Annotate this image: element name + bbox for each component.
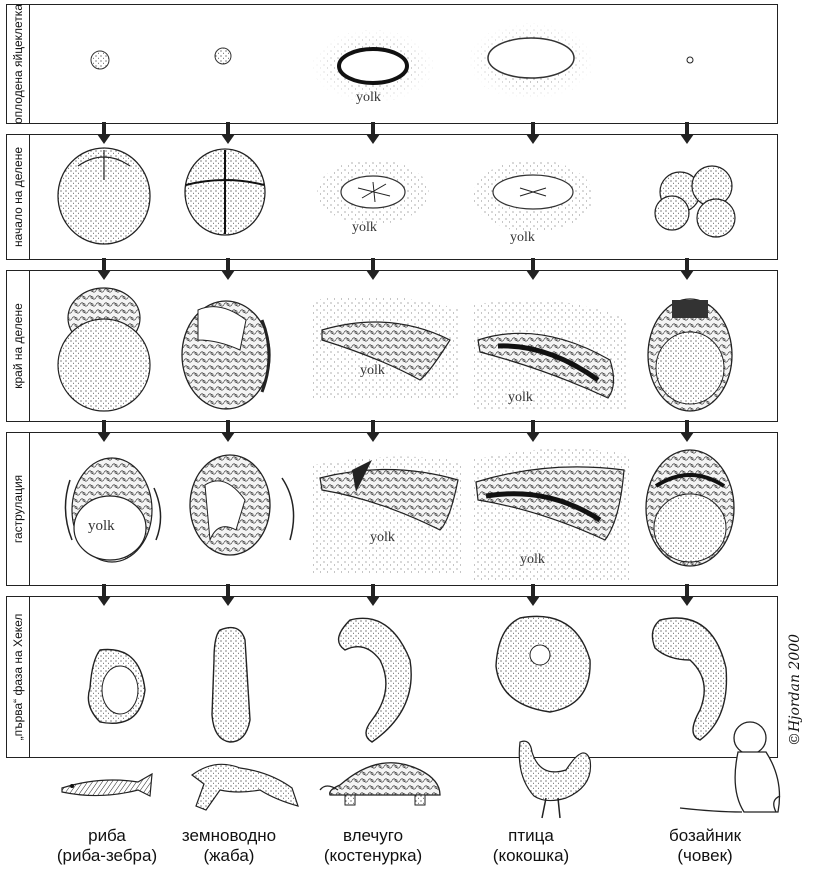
bird-blastula [472,300,628,410]
organism-group: влечуго [298,826,448,846]
signature-text: ©Hjordan 2000 [787,634,803,746]
down-arrow-icon [365,258,381,280]
yolk-label: yolk [520,552,545,568]
yolk-label: yolk [352,220,377,236]
fish-embryo [88,650,145,724]
down-arrow-icon [525,584,541,606]
organism-group: птица [456,826,606,846]
frog-cleavage [185,149,265,235]
down-arrow-icon [365,420,381,442]
reptile-gastrula [312,457,462,575]
mammal-blastocyst [648,299,732,411]
down-arrow-icon [679,584,695,606]
down-arrow-icon [96,584,112,606]
organism-group: земноводно [154,826,304,846]
organism-group: бозайник [630,826,780,846]
down-arrow-icon [220,420,236,442]
chicken-icon [519,741,590,818]
frog-egg [215,48,231,64]
frog-blastula [182,301,270,409]
mammal-egg [687,57,693,63]
reptile-cleavage [317,160,429,224]
frog-icon [192,764,298,810]
organism-caption-reptile: влечуго (костенурка) [298,826,448,866]
fish-egg [91,51,109,69]
yolk-label: yolk [88,518,115,535]
down-arrow-icon [525,258,541,280]
organism-caption-amphibian: земноводно (жаба) [154,826,304,866]
down-arrow-icon [525,122,541,144]
down-arrow-icon [220,122,236,144]
zebrafish-icon [62,774,152,796]
down-arrow-icon [525,420,541,442]
bird-egg [469,23,593,99]
down-arrow-icon [679,258,695,280]
down-arrow-icon [220,258,236,280]
frog-gastrula [190,455,294,555]
bird-gastrula [472,449,630,580]
artist-signature: ©Hjordan 2000 [780,610,810,770]
reptile-embryo [339,618,412,742]
turtle-icon [320,763,440,805]
yolk-label: yolk [356,90,381,106]
yolk-label: yolk [510,230,535,246]
bird-cleavage [473,160,593,232]
mammal-gastrula [646,450,734,566]
mammal-cleavage [655,166,735,237]
down-arrow-icon [220,584,236,606]
down-arrow-icon [365,584,381,606]
yolk-label: yolk [360,363,385,379]
organism-example: (жаба) [154,846,304,866]
down-arrow-icon [679,122,695,144]
fish-blastula [58,288,150,411]
organism-caption-mammal: бозайник (човек) [630,826,780,866]
yolk-label: yolk [370,530,395,546]
organism-caption-bird: птица (кокошка) [456,826,606,866]
frog-embryo [212,628,250,742]
organism-example: (костенурка) [298,846,448,866]
reptile-blastula [312,297,460,400]
yolk-label: yolk [508,390,533,406]
down-arrow-icon [96,258,112,280]
organism-example: (човек) [630,846,780,866]
fish-cleavage [58,148,150,244]
bird-embryo [496,616,590,712]
down-arrow-icon [96,420,112,442]
down-arrow-icon [679,420,695,442]
organism-example: (кокошка) [456,846,606,866]
down-arrow-icon [96,122,112,144]
mammal-embryo [652,618,726,740]
fish-gastrula [65,458,160,562]
down-arrow-icon [365,122,381,144]
